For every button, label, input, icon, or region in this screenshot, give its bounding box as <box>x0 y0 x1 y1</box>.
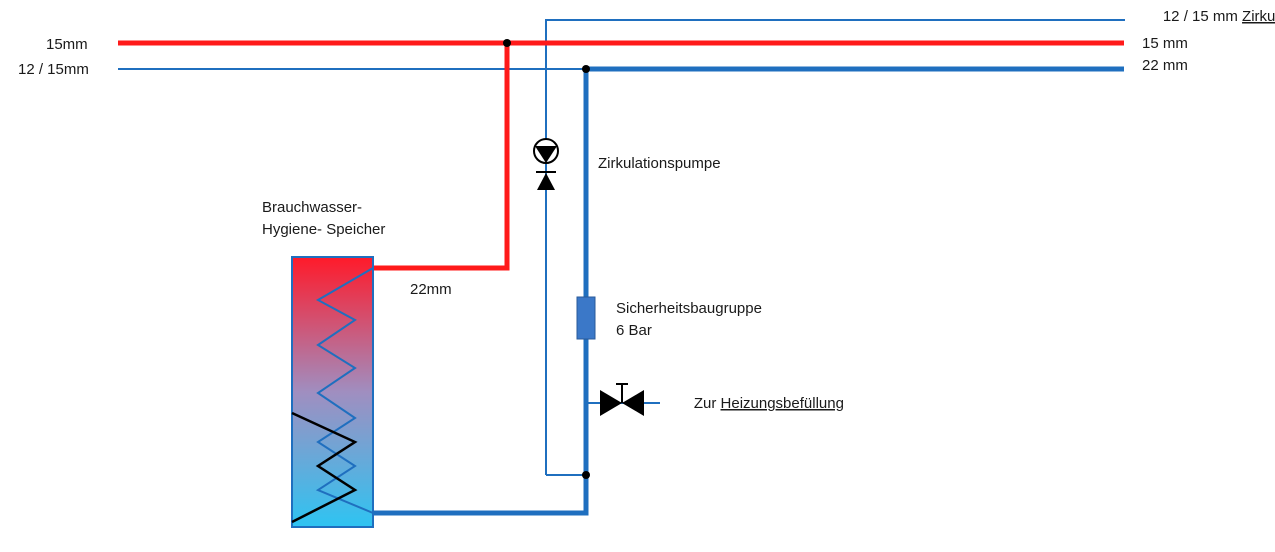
safety-label-line1: Sicherheitsbaugruppe <box>616 300 762 317</box>
check-valve-icon <box>536 171 556 190</box>
circulation-pump-icon <box>533 138 559 164</box>
right-circulation-label: 12 / 15 mm Zirku <box>1142 8 1275 25</box>
fill-label: Zur Heizungsbefüllung <box>673 395 856 412</box>
storage-tank <box>291 256 374 528</box>
tank-label-line2: Hygiene- Speicher <box>262 221 385 238</box>
hot-riser-line <box>374 43 510 271</box>
safety-label-line2: 6 Bar <box>616 322 652 339</box>
right-circulation-word: Zirku <box>1242 8 1275 25</box>
right-hot-label: 15 mm <box>1142 35 1188 52</box>
left-cold-label: 12 / 15mm <box>18 61 89 78</box>
shutoff-valve-icon <box>600 383 644 416</box>
fill-label-word: Heizungsbefüllung <box>721 395 844 412</box>
right-cold-label: 22 mm <box>1142 57 1188 74</box>
junction-dot <box>582 65 590 73</box>
left-hot-label: 15mm <box>46 36 88 53</box>
junction-dot <box>503 39 511 47</box>
tank-label-line1: Brauchwasser- <box>262 199 362 216</box>
heating-coil-black <box>291 411 358 524</box>
tank-outlet-label: 22mm <box>410 281 452 298</box>
cold-riser-line <box>374 69 589 516</box>
junction-dot <box>582 471 590 479</box>
pump-label: Zirkulationspumpe <box>598 155 721 172</box>
heating-coil-blue <box>315 267 374 514</box>
safety-group-icon <box>576 296 596 340</box>
circulation-line <box>545 19 1125 475</box>
